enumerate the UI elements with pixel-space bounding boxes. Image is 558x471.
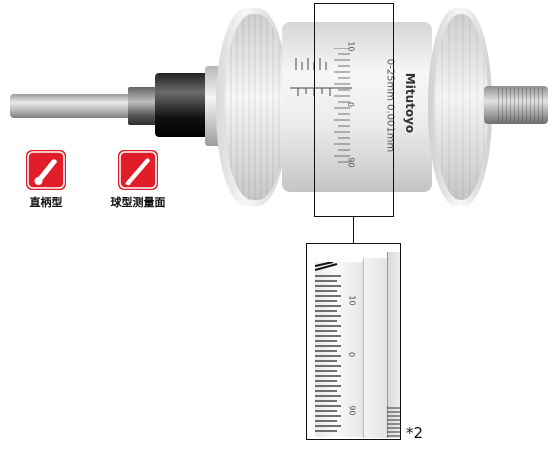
sleeve-body xyxy=(282,22,432,192)
callout-frame-top xyxy=(314,3,394,217)
zoom-rim-ticks xyxy=(387,407,400,437)
thimble-left xyxy=(216,8,288,206)
zoom-scale-number-0: 0 xyxy=(347,351,357,358)
clamp-nut xyxy=(155,73,213,137)
spherical-face-icon xyxy=(118,150,158,190)
micrometer-head: 10 0 90 0-25mm 0.001mm Mitutoyo xyxy=(0,0,558,230)
feature-spherical-face: 球型测量面 xyxy=(98,150,178,210)
straight-spindle-icon xyxy=(26,150,66,190)
feature-straight-spindle: 直柄型 xyxy=(16,150,76,210)
zoom-rim xyxy=(387,252,400,438)
ratchet-knob xyxy=(484,86,548,124)
thimble-right xyxy=(428,8,492,206)
spindle xyxy=(10,94,132,118)
straight-spindle-label: 直柄型 xyxy=(29,196,63,209)
spherical-face-label: 球型测量面 xyxy=(110,196,166,209)
spindle-collar xyxy=(128,87,158,125)
zoom-scale-number-90: 90 xyxy=(347,405,357,416)
callout-leader-line xyxy=(353,216,355,243)
brand-logo: Mitutoyo xyxy=(403,72,417,134)
zoom-scale-number-10: 10 xyxy=(347,295,357,306)
zoom-knurl xyxy=(315,262,341,432)
callout-frame-zoom: 10 0 90 xyxy=(306,243,401,440)
footnote-marker: *2 xyxy=(406,424,424,442)
